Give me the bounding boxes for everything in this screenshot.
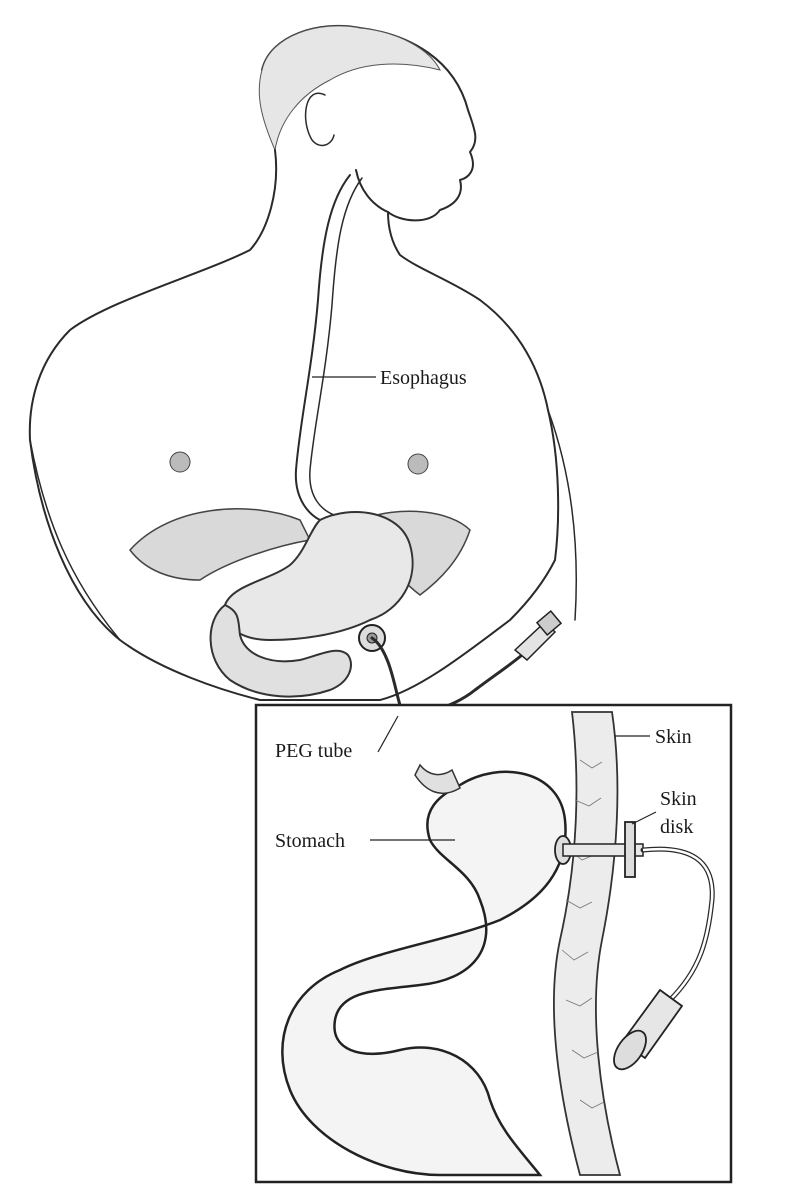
left-nipple [169,451,191,473]
inset-connector-cap [613,1029,647,1071]
inset-external-tube-core [642,847,714,1001]
esophagus-outline [294,174,351,521]
peg-tube-external [370,636,524,714]
esophagus-label: Esophagus [380,367,467,389]
skin-label: Skin [655,726,692,748]
skin-disk-label-line2: disk [660,816,693,838]
torso-outline [28,149,560,701]
ear-outline [304,92,335,147]
stomach-inset [281,770,567,1177]
right-arm-outline [547,409,577,621]
hair [258,25,441,152]
esophagus-stub [414,763,461,794]
diaphragm [129,508,312,581]
skin-cell-texture [561,759,605,1109]
left-arm-outline [29,439,121,641]
stomach-label: Stomach [275,830,345,852]
peg-connector-cap [535,610,563,636]
inset-illustration [281,711,715,1177]
intestine [209,603,352,698]
right-nipple [407,453,429,475]
torso-illustration [28,24,577,714]
skin-disk-leader [631,811,657,825]
skin-disk-label-line1: Skin [660,788,697,810]
skin-disk [624,821,636,878]
esophagus-inner [309,177,363,516]
stomach-torso [223,511,414,642]
peg-tube-label: PEG tube [275,740,352,762]
peg-tube-leader [377,715,399,753]
